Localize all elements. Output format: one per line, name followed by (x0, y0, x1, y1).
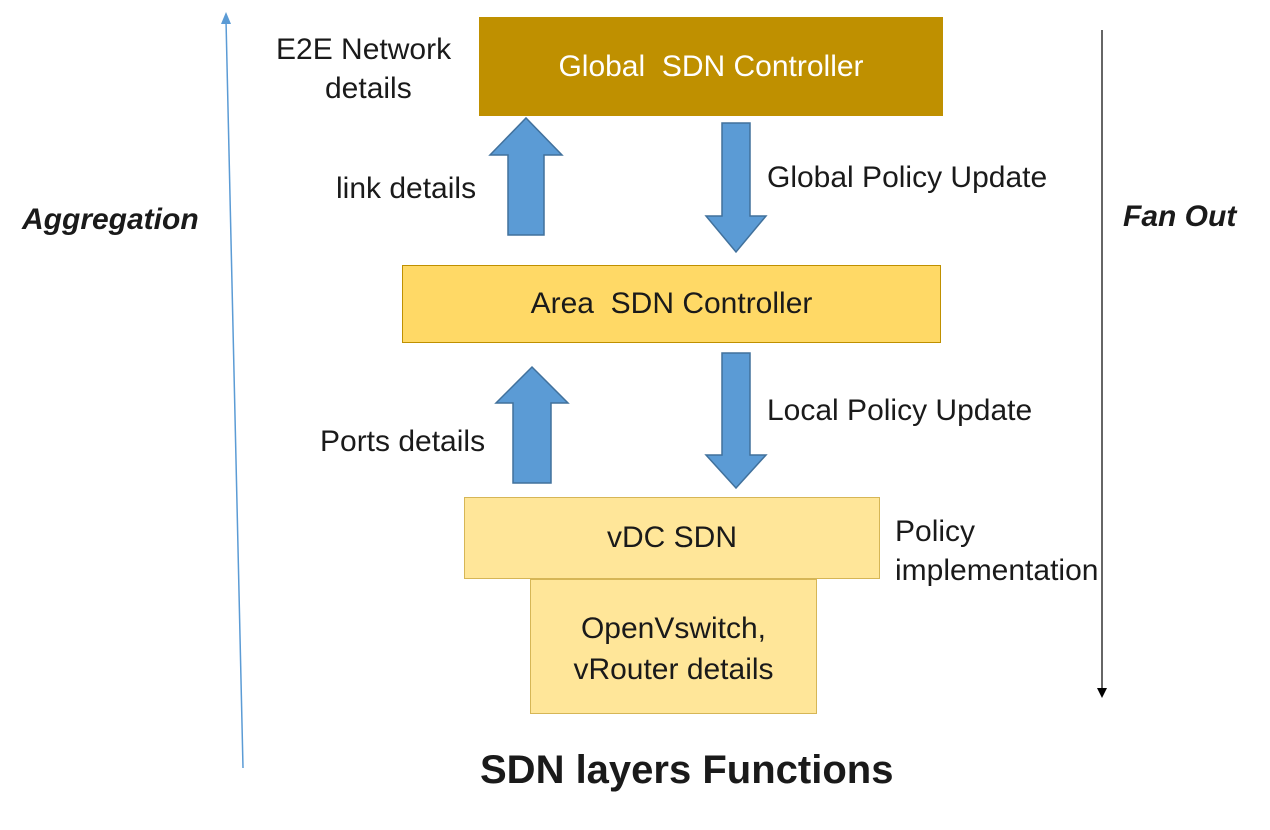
global-sdn-controller-label: Global SDN Controller (558, 49, 864, 83)
policy-impl-line2: implementation (895, 554, 1099, 587)
e2e-line2: details (325, 72, 412, 105)
area-sdn-controller-box: Area SDN Controller (402, 265, 941, 343)
fan-out-axis-arrow (1097, 30, 1107, 698)
aggregation-label: Aggregation (22, 203, 199, 236)
policy-implementation-label: Policy implementation (895, 512, 1098, 590)
ports-details-up-arrow (494, 365, 570, 484)
vdc-sdn-label: vDC SDN (606, 521, 737, 554)
link-details-label: link details (336, 172, 477, 205)
policy-impl-line1: Policy (895, 515, 976, 548)
aggregation-axis-arrow (221, 12, 244, 769)
e2e-line1: E2E Network (276, 33, 452, 66)
link-details-up-arrow (488, 116, 564, 236)
local-policy-update-label: Local Policy Update (767, 394, 1033, 427)
switch-details-line2: vRouter details (573, 652, 774, 686)
e2e-network-details-label: E2E Network details (276, 30, 451, 108)
switch-details-box: OpenVswitch, vRouter details (530, 579, 817, 714)
global-sdn-controller-box: Global SDN Controller (479, 17, 943, 116)
local-policy-down-arrow (704, 352, 768, 490)
vdc-sdn-box: vDC SDN (464, 497, 880, 579)
global-policy-down-arrow (704, 122, 768, 254)
area-sdn-controller-label: Area SDN Controller (530, 287, 813, 320)
switch-details-line1: OpenVswitch, (580, 612, 767, 645)
global-policy-update-label: Global Policy Update (767, 161, 1048, 194)
ports-details-label: Ports details (320, 425, 486, 458)
diagram-title: SDN layers Functions (480, 748, 894, 792)
fan-out-label: Fan Out (1123, 200, 1237, 233)
